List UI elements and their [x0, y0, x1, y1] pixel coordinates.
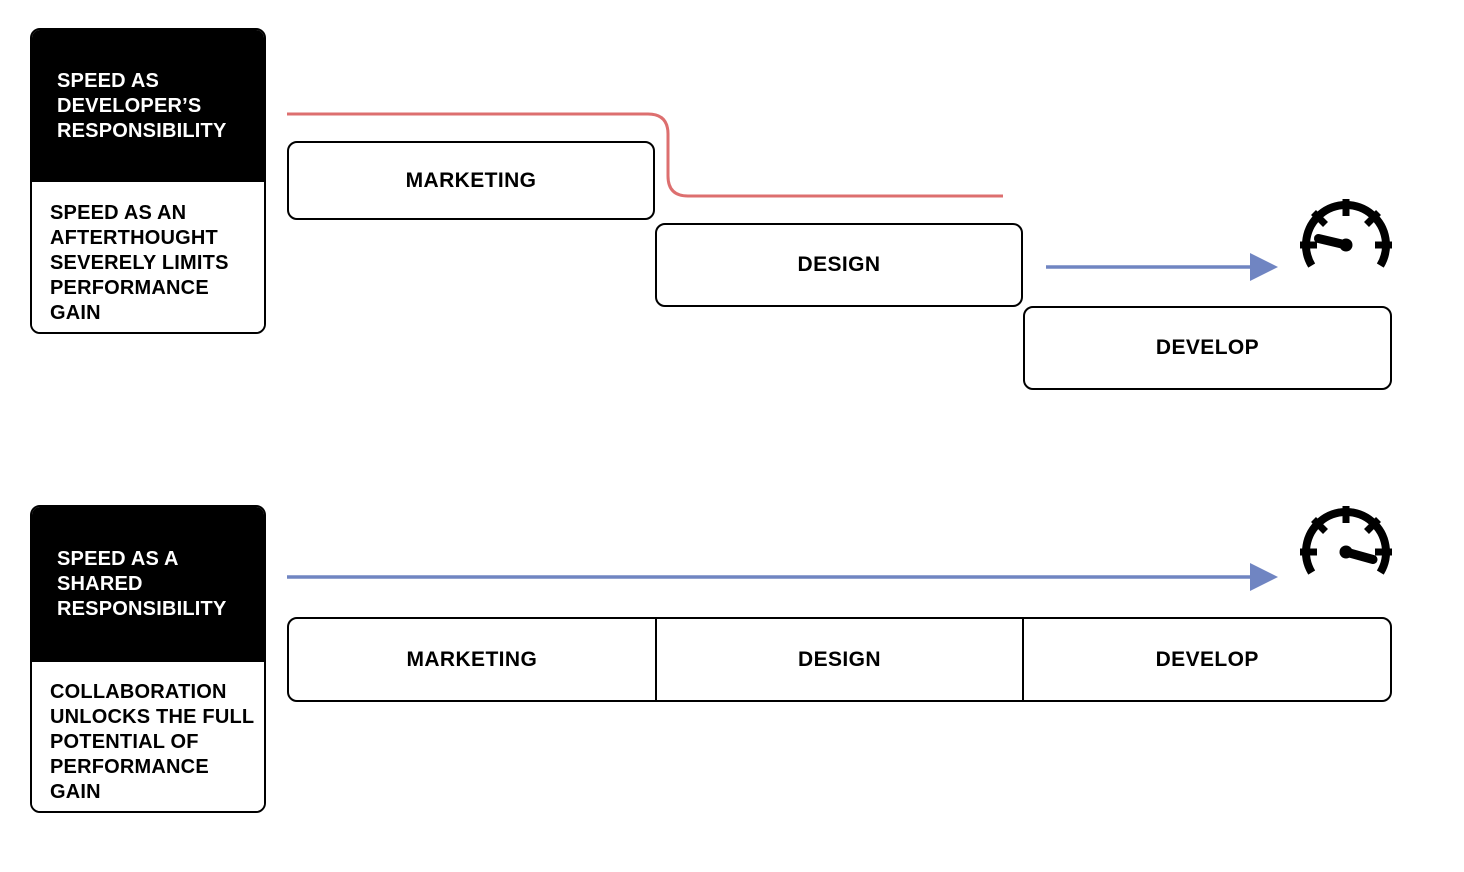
- card-title-line: DEVELOPER’S: [57, 94, 202, 117]
- stage-label: DEVELOP: [1155, 336, 1260, 359]
- card-title-line: RESPONSIBILITY: [57, 119, 227, 142]
- stage-cell-design: DESIGN: [654, 619, 1023, 700]
- stage-label: MARKETING: [405, 168, 537, 192]
- stage-row-shared: MARKETING DESIGN DEVELOP: [287, 617, 1392, 702]
- info-card-shared: SPEED AS A SHARED RESPONSIBILITY COLLABO…: [30, 505, 266, 813]
- speedometer-fast-icon: [1300, 506, 1392, 575]
- card-note-waterfall: SPEED AS AN AFTERTHOUGHT SEVERELY LIMITS…: [32, 182, 264, 332]
- info-card-waterfall: SPEED AS DEVELOPER’S RESPONSIBILITY SPEE…: [30, 28, 266, 334]
- card-note-line: POTENTIAL OF: [50, 731, 199, 753]
- speedometer-slow-icon: [1300, 199, 1392, 268]
- card-title-line: SPEED AS A: [57, 548, 179, 570]
- stage-cell-marketing: MARKETING: [289, 619, 655, 700]
- card-title-waterfall: SPEED AS DEVELOPER’S RESPONSIBILITY: [32, 30, 264, 182]
- card-note-line: AFTERTHOUGHT: [50, 226, 218, 249]
- card-note-line: COLLABORATION: [50, 681, 227, 703]
- card-title-line: SPEED AS: [57, 69, 160, 92]
- stage-label: DESIGN: [797, 253, 881, 276]
- card-title-line: RESPONSIBILITY: [57, 598, 227, 620]
- card-note-shared: COLLABORATION UNLOCKS THE FULL POTENTIAL…: [32, 662, 264, 811]
- stage-label: DESIGN: [798, 647, 881, 671]
- blue-right-arrow-shared: [287, 563, 1278, 591]
- card-title-line: SHARED: [57, 573, 143, 595]
- stage-box-design: DESIGN: [655, 223, 1023, 307]
- blue-right-arrow-waterfall: [1046, 253, 1278, 281]
- card-note-line: SEVERELY LIMITS: [50, 251, 229, 274]
- stage-cell-develop: DEVELOP: [1022, 619, 1390, 700]
- card-note-line: UNLOCKS THE FULL: [50, 706, 255, 728]
- stage-label: DEVELOP: [1155, 647, 1259, 671]
- card-note-line: SPEED AS AN: [50, 201, 187, 224]
- stage-label: MARKETING: [406, 647, 538, 671]
- stage-box-develop: DEVELOP: [1023, 306, 1392, 390]
- card-title-shared: SPEED AS A SHARED RESPONSIBILITY: [32, 507, 264, 662]
- card-note-line: PERFORMANCE GAIN: [50, 276, 209, 324]
- card-note-line: PERFORMANCE GAIN: [50, 756, 209, 803]
- stage-box-marketing: MARKETING: [287, 141, 655, 220]
